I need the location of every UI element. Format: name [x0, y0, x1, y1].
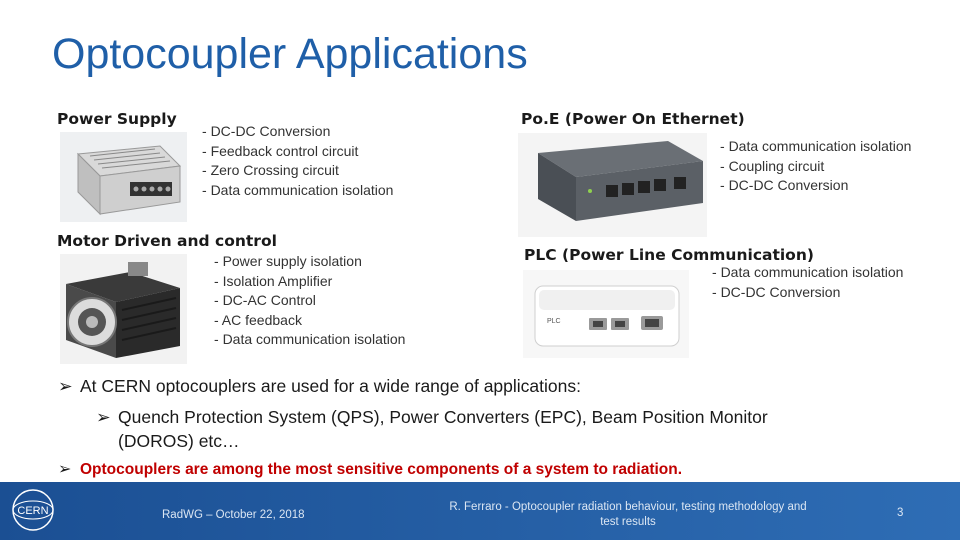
sub-bullet-systems: ➢ Quench Protection System (QPS), Power C…: [96, 407, 768, 428]
arrow-bullet-icon: ➢: [58, 461, 72, 478]
list-item: AC feedback: [214, 311, 405, 331]
cern-logo: CERN: [10, 487, 56, 533]
footer-date: RadWG – October 22, 2018: [162, 509, 305, 521]
list-item: Zero Crossing circuit: [202, 161, 393, 181]
motor-heading: Motor Driven and control: [57, 232, 277, 250]
motor-image: [60, 254, 187, 364]
footer-bar: [0, 482, 960, 540]
power-supply-list: DC-DC Conversion Feedback control circui…: [202, 122, 394, 201]
list-item: Data communication isolation: [202, 181, 394, 201]
footer-title-line: test results: [600, 516, 656, 528]
list-item: Isolation Amplifier: [214, 272, 405, 292]
list-item: Power supply isolation: [214, 252, 405, 272]
list-item: DC-DC Conversion: [720, 176, 911, 196]
list-item: DC-AC Control: [214, 291, 405, 311]
bullet-text: At CERN optocouplers are used for a wide…: [80, 376, 581, 396]
bullet-text: Quench Protection System (QPS), Power Co…: [118, 407, 768, 427]
list-item: Coupling circuit: [720, 157, 911, 177]
bullet-cern-applications: ➢ At CERN optocouplers are used for a wid…: [58, 376, 581, 397]
poe-heading: Po.E (Power On Ethernet): [521, 110, 745, 128]
bullet-radiation-sensitivity: ➢ Optocouplers are among the most sensiti…: [58, 459, 682, 479]
power-supply-heading: Power Supply: [57, 110, 177, 128]
slide-title: Optocoupler Applications: [52, 30, 528, 78]
motor-list: Power supply isolation Isolation Amplifi…: [214, 252, 406, 350]
list-item: Feedback control circuit: [202, 142, 393, 162]
list-item: DC-DC Conversion: [202, 122, 393, 142]
plc-device-label: PLC: [547, 318, 561, 325]
plc-list: Data communication isolation DC-DC Conve…: [712, 263, 904, 303]
list-item: Data communication isolation: [720, 137, 912, 157]
plc-device-image: PLC: [523, 270, 689, 358]
list-item: Data communication isolation: [214, 330, 406, 350]
poe-list: Data communication isolation Coupling ci…: [720, 137, 912, 196]
cern-logo-text: CERN: [17, 505, 48, 517]
sub-bullet-continuation: (DOROS) etc…: [118, 431, 240, 451]
power-supply-image: [60, 132, 187, 222]
footer-presentation-title: R. Ferraro - Optocoupler radiation behav…: [412, 500, 844, 530]
footer-title-line: R. Ferraro - Optocoupler radiation behav…: [449, 501, 807, 513]
poe-switch-image: [518, 133, 707, 237]
highlight-text: Optocouplers are among the most sensitiv…: [80, 461, 683, 478]
arrow-bullet-icon: ➢: [58, 376, 73, 396]
arrow-bullet-icon: ➢: [96, 407, 111, 427]
plc-heading: PLC (Power Line Communication): [524, 246, 814, 264]
page-number: 3: [897, 507, 904, 519]
list-item: DC-DC Conversion: [712, 283, 903, 303]
list-item: Data communication isolation: [712, 263, 904, 283]
